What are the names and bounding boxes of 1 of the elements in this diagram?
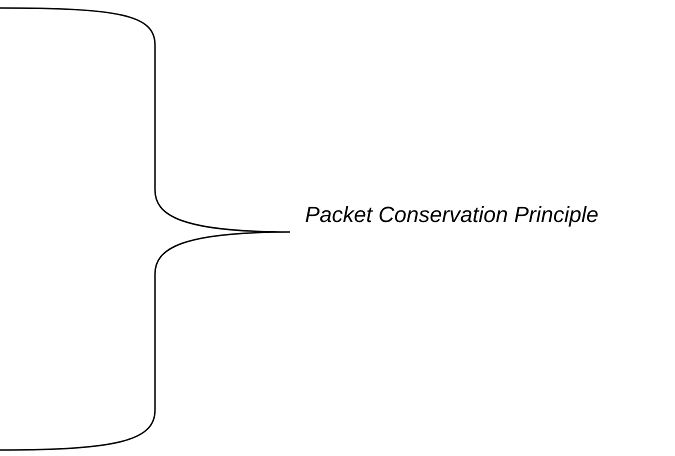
annotation-text: Packet Conservation Principle [305, 201, 600, 229]
